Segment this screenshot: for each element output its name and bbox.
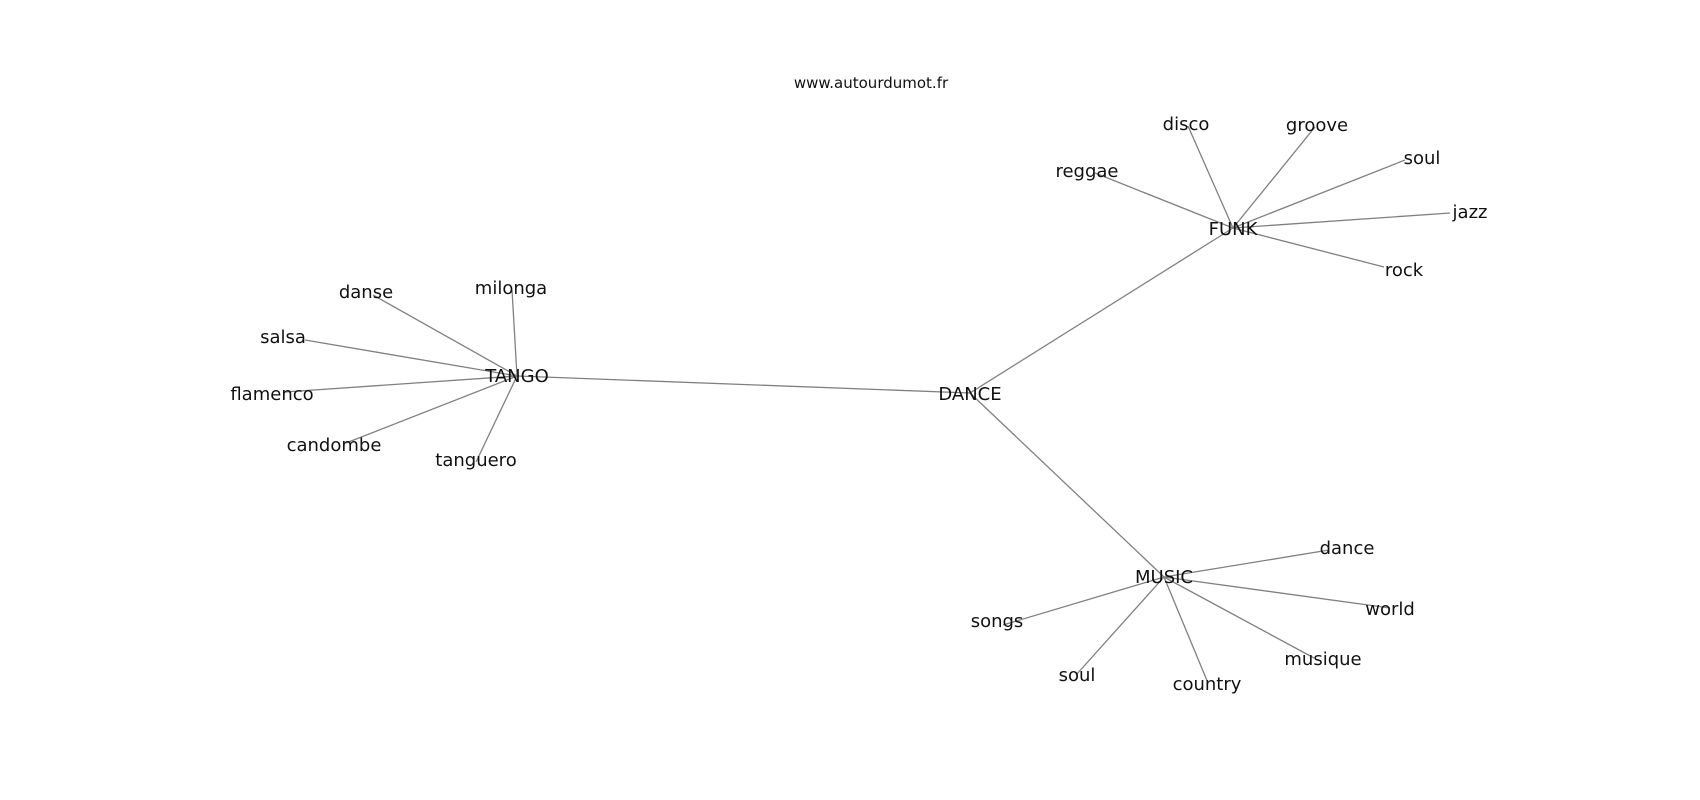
edge-funk-soul_funk (1232, 159, 1406, 229)
leaf-node-country[interactable]: country (1173, 674, 1242, 695)
hub-node-dance_hub[interactable]: DANCE (938, 384, 1001, 405)
hub-node-funk[interactable]: FUNK (1209, 219, 1259, 240)
hub-node-music[interactable]: MUSIC (1135, 567, 1193, 588)
edge-funk-rock (1232, 227, 1385, 268)
nodes: DANCE TANGO FUNK MUSIC danse milonga salsa flam… (230, 114, 1487, 695)
edge-music-country (1163, 576, 1209, 684)
leaf-node-rock[interactable]: rock (1385, 260, 1424, 281)
edge-funk-reggae (1094, 172, 1234, 229)
leaf-node-salsa[interactable]: salsa (260, 327, 306, 348)
edge-tango-tanguero (475, 375, 518, 463)
edge-funk-groove (1232, 126, 1316, 229)
leaf-node-songs[interactable]: songs (971, 611, 1024, 632)
edge-dance_hub-funk (969, 227, 1234, 394)
leaf-node-milonga[interactable]: milonga (475, 278, 547, 299)
leaf-node-soul_music[interactable]: soul (1059, 665, 1096, 686)
edge-music-musique (1163, 576, 1315, 659)
leaf-node-disco[interactable]: disco (1163, 114, 1210, 135)
edge-music-soul_music (1075, 576, 1165, 676)
leaf-node-dance_leaf[interactable]: dance (1320, 538, 1375, 559)
leaf-node-reggae[interactable]: reggae (1055, 161, 1118, 182)
edge-tango-flamenco (284, 375, 518, 393)
leaf-node-danse[interactable]: danse (339, 282, 393, 303)
leaf-node-candombe[interactable]: candombe (287, 435, 382, 456)
edge-music-songs (1002, 576, 1165, 626)
leaf-node-groove[interactable]: groove (1286, 115, 1348, 136)
leaf-node-tanguero[interactable]: tanguero (435, 450, 516, 471)
leaf-node-jazz[interactable]: jazz (1452, 202, 1488, 223)
edge-funk-jazz (1232, 212, 1451, 229)
edge-tango-danse (372, 294, 518, 377)
edge-tango-salsa (304, 339, 518, 377)
edge-music-dance_leaf (1163, 549, 1330, 578)
edge-dance_hub-tango (516, 375, 971, 394)
edges (284, 125, 1451, 684)
edge-dance_hub-music (969, 392, 1165, 578)
leaf-node-soul_funk[interactable]: soul (1404, 148, 1441, 169)
leaf-node-flamenco[interactable]: flamenco (230, 384, 313, 405)
edge-funk-disco (1187, 125, 1234, 229)
edge-tango-milonga (511, 289, 518, 377)
leaf-node-world[interactable]: world (1365, 599, 1415, 620)
site-label: www.autourdumot.fr (794, 74, 949, 92)
edge-tango-candombe (345, 375, 518, 444)
edge-music-world (1163, 576, 1391, 609)
leaf-node-musique[interactable]: musique (1284, 649, 1361, 670)
hub-node-tango[interactable]: TANGO (484, 366, 549, 387)
